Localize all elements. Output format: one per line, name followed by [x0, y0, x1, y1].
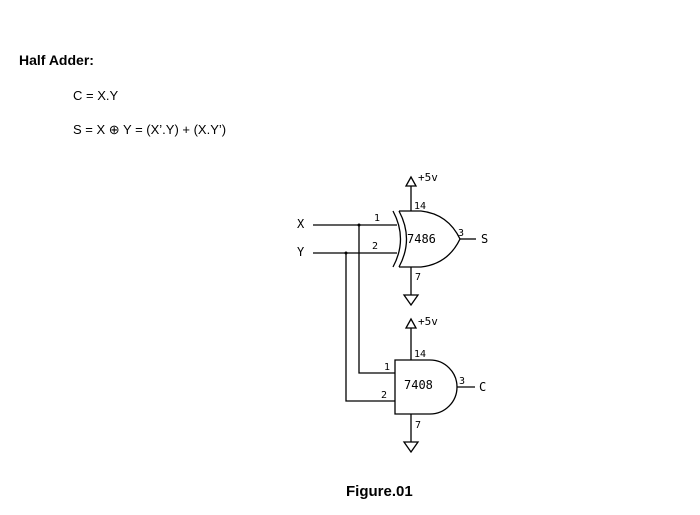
and-out-pin: 3	[459, 376, 465, 387]
and-vcc-pin: 14	[414, 349, 426, 360]
input-x-label: X	[297, 217, 305, 231]
and-gnd-pin: 7	[415, 420, 421, 431]
output-c-label: C	[479, 380, 486, 394]
y-junction	[344, 251, 348, 255]
xor-supply-label: +5v	[418, 171, 438, 184]
carry-equation: C = X.Y	[73, 88, 119, 103]
and-in2-pin: 2	[381, 390, 387, 401]
and-ground-symbol	[402, 441, 420, 454]
sum-equation: S = X ⊕ Y = (X’.Y) + (X.Y’)	[73, 122, 227, 137]
and-gate	[394, 359, 458, 415]
xor-vcc-pin: 14	[414, 201, 426, 212]
figure-caption: Figure.01	[346, 483, 413, 500]
xor-body-back	[398, 210, 408, 268]
output-s-label: S	[481, 232, 488, 246]
xor-out-pin: 3	[458, 228, 464, 239]
y-branch-wire	[345, 253, 395, 402]
xor-gnd-pin: 7	[415, 272, 421, 283]
xor-ground-symbol	[402, 294, 420, 307]
xor-chip-label: 7486	[407, 232, 436, 246]
xor-input-arc	[392, 210, 402, 268]
and-supply-arrow	[404, 317, 418, 329]
x-branch-wire	[358, 225, 395, 374]
input-y-label: Y	[297, 245, 305, 259]
and-chip-label: 7408	[404, 378, 433, 392]
xor-in2-pin: 2	[372, 241, 378, 252]
x-junction	[357, 223, 361, 227]
xor-supply-arrow	[404, 175, 418, 187]
page-heading: Half Adder:	[19, 52, 94, 68]
and-supply-label: +5v	[418, 315, 438, 328]
xor-in1-pin: 1	[374, 213, 380, 224]
and-in1-pin: 1	[384, 362, 390, 373]
